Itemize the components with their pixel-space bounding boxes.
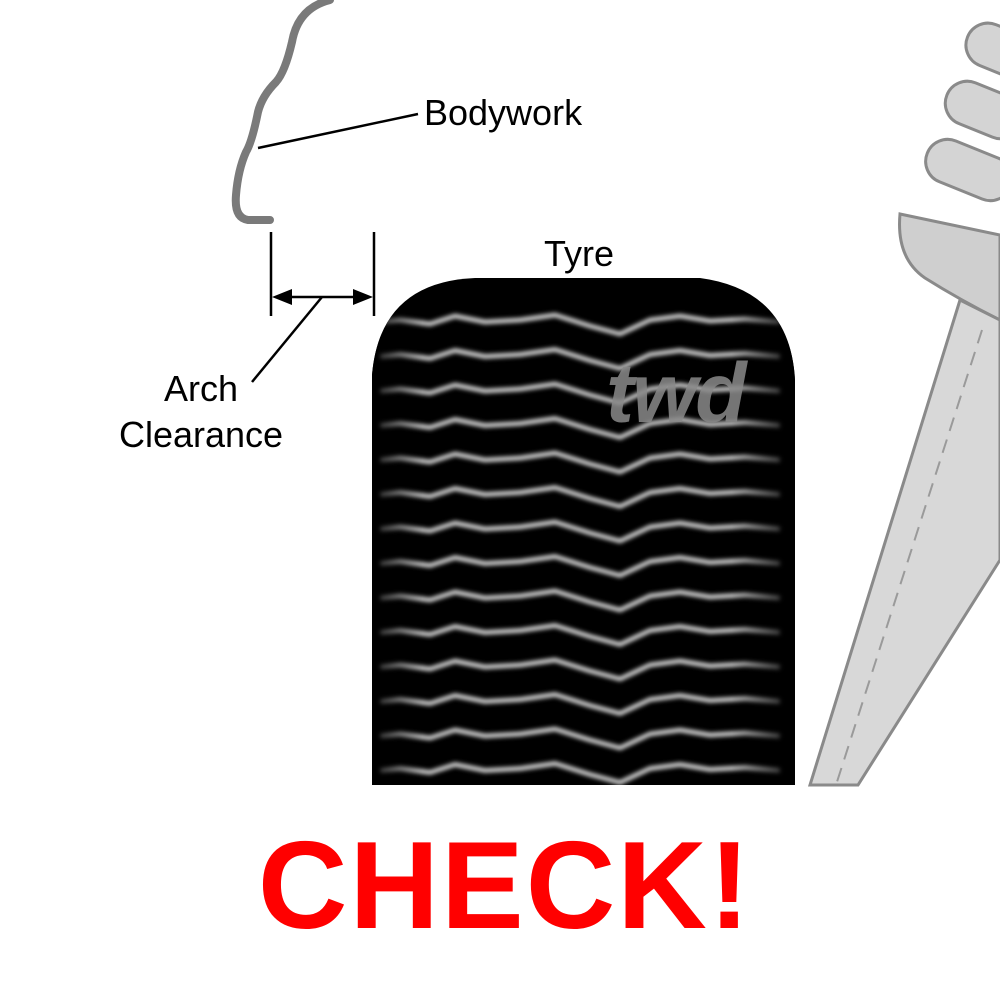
arch-clearance-label: Arch Clearance [106,366,296,458]
arch-label-line2: Clearance [118,414,284,455]
twd-watermark: twd [606,346,747,440]
arch-clearance-dimension [251,232,376,383]
bodywork-leader-line [257,112,419,150]
tyre-label: Tyre [544,233,615,274]
check-warning-text: CHECK! [257,817,753,955]
tread-depth-gauge [807,21,1000,787]
tyre [372,278,795,785]
bodywork-outline [231,0,334,224]
bodywork-label: Bodywork [424,92,583,133]
arch-label-line1: Arch [163,368,239,409]
